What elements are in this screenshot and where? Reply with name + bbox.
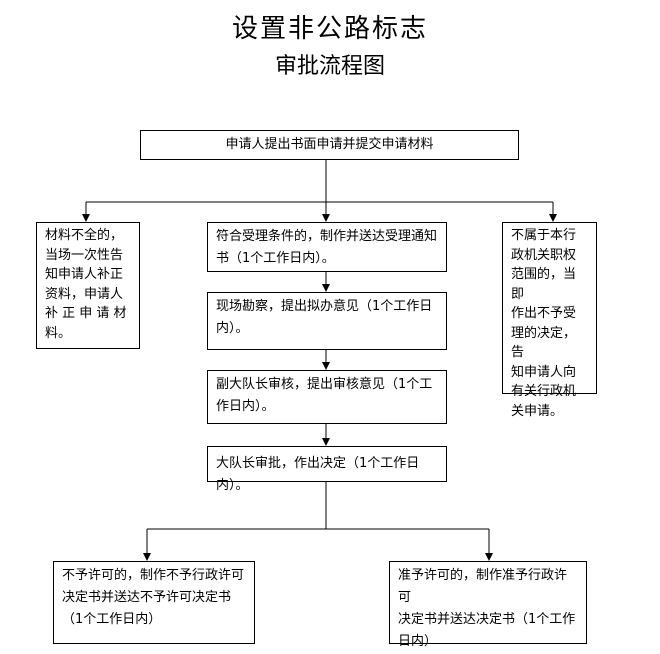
survey-node: 现场勘察，提出拟办意见（1个工作日 内）。	[207, 292, 447, 350]
apply-node: 申请人提出书面申请并提交申请材料	[140, 130, 519, 160]
review-node: 副大队长审核，提出审核意见（1个工 作日内）。	[207, 370, 447, 424]
page-title: 设置非公路标志	[231, 14, 428, 44]
deny-node: 不予许可的，制作不予行政许可 决定书并送达不予许可决定书 （1个工作日内）	[53, 561, 255, 644]
grant-node: 准予许可的，制作准予行政许可 决定书并送达决定书（1个工作 日内）	[389, 561, 587, 649]
incomplete-node: 材料不全的， 当场一次性告 知申请人补正 资料，申请人 补 正 申 请 材 料。	[36, 222, 140, 349]
page-subtitle: 审批流程图	[274, 54, 385, 79]
accept-node: 符合受理条件的，制作并送达受理通知 书（1个工作日内）。	[207, 222, 447, 272]
reject-node: 不属于本行 政机关职权 范围的，当即 作出不予受 理的决定，告 知申请人向 有关…	[502, 222, 597, 419]
approve-node: 大队长审批，作出决定（1个工作日内）。	[207, 446, 447, 493]
